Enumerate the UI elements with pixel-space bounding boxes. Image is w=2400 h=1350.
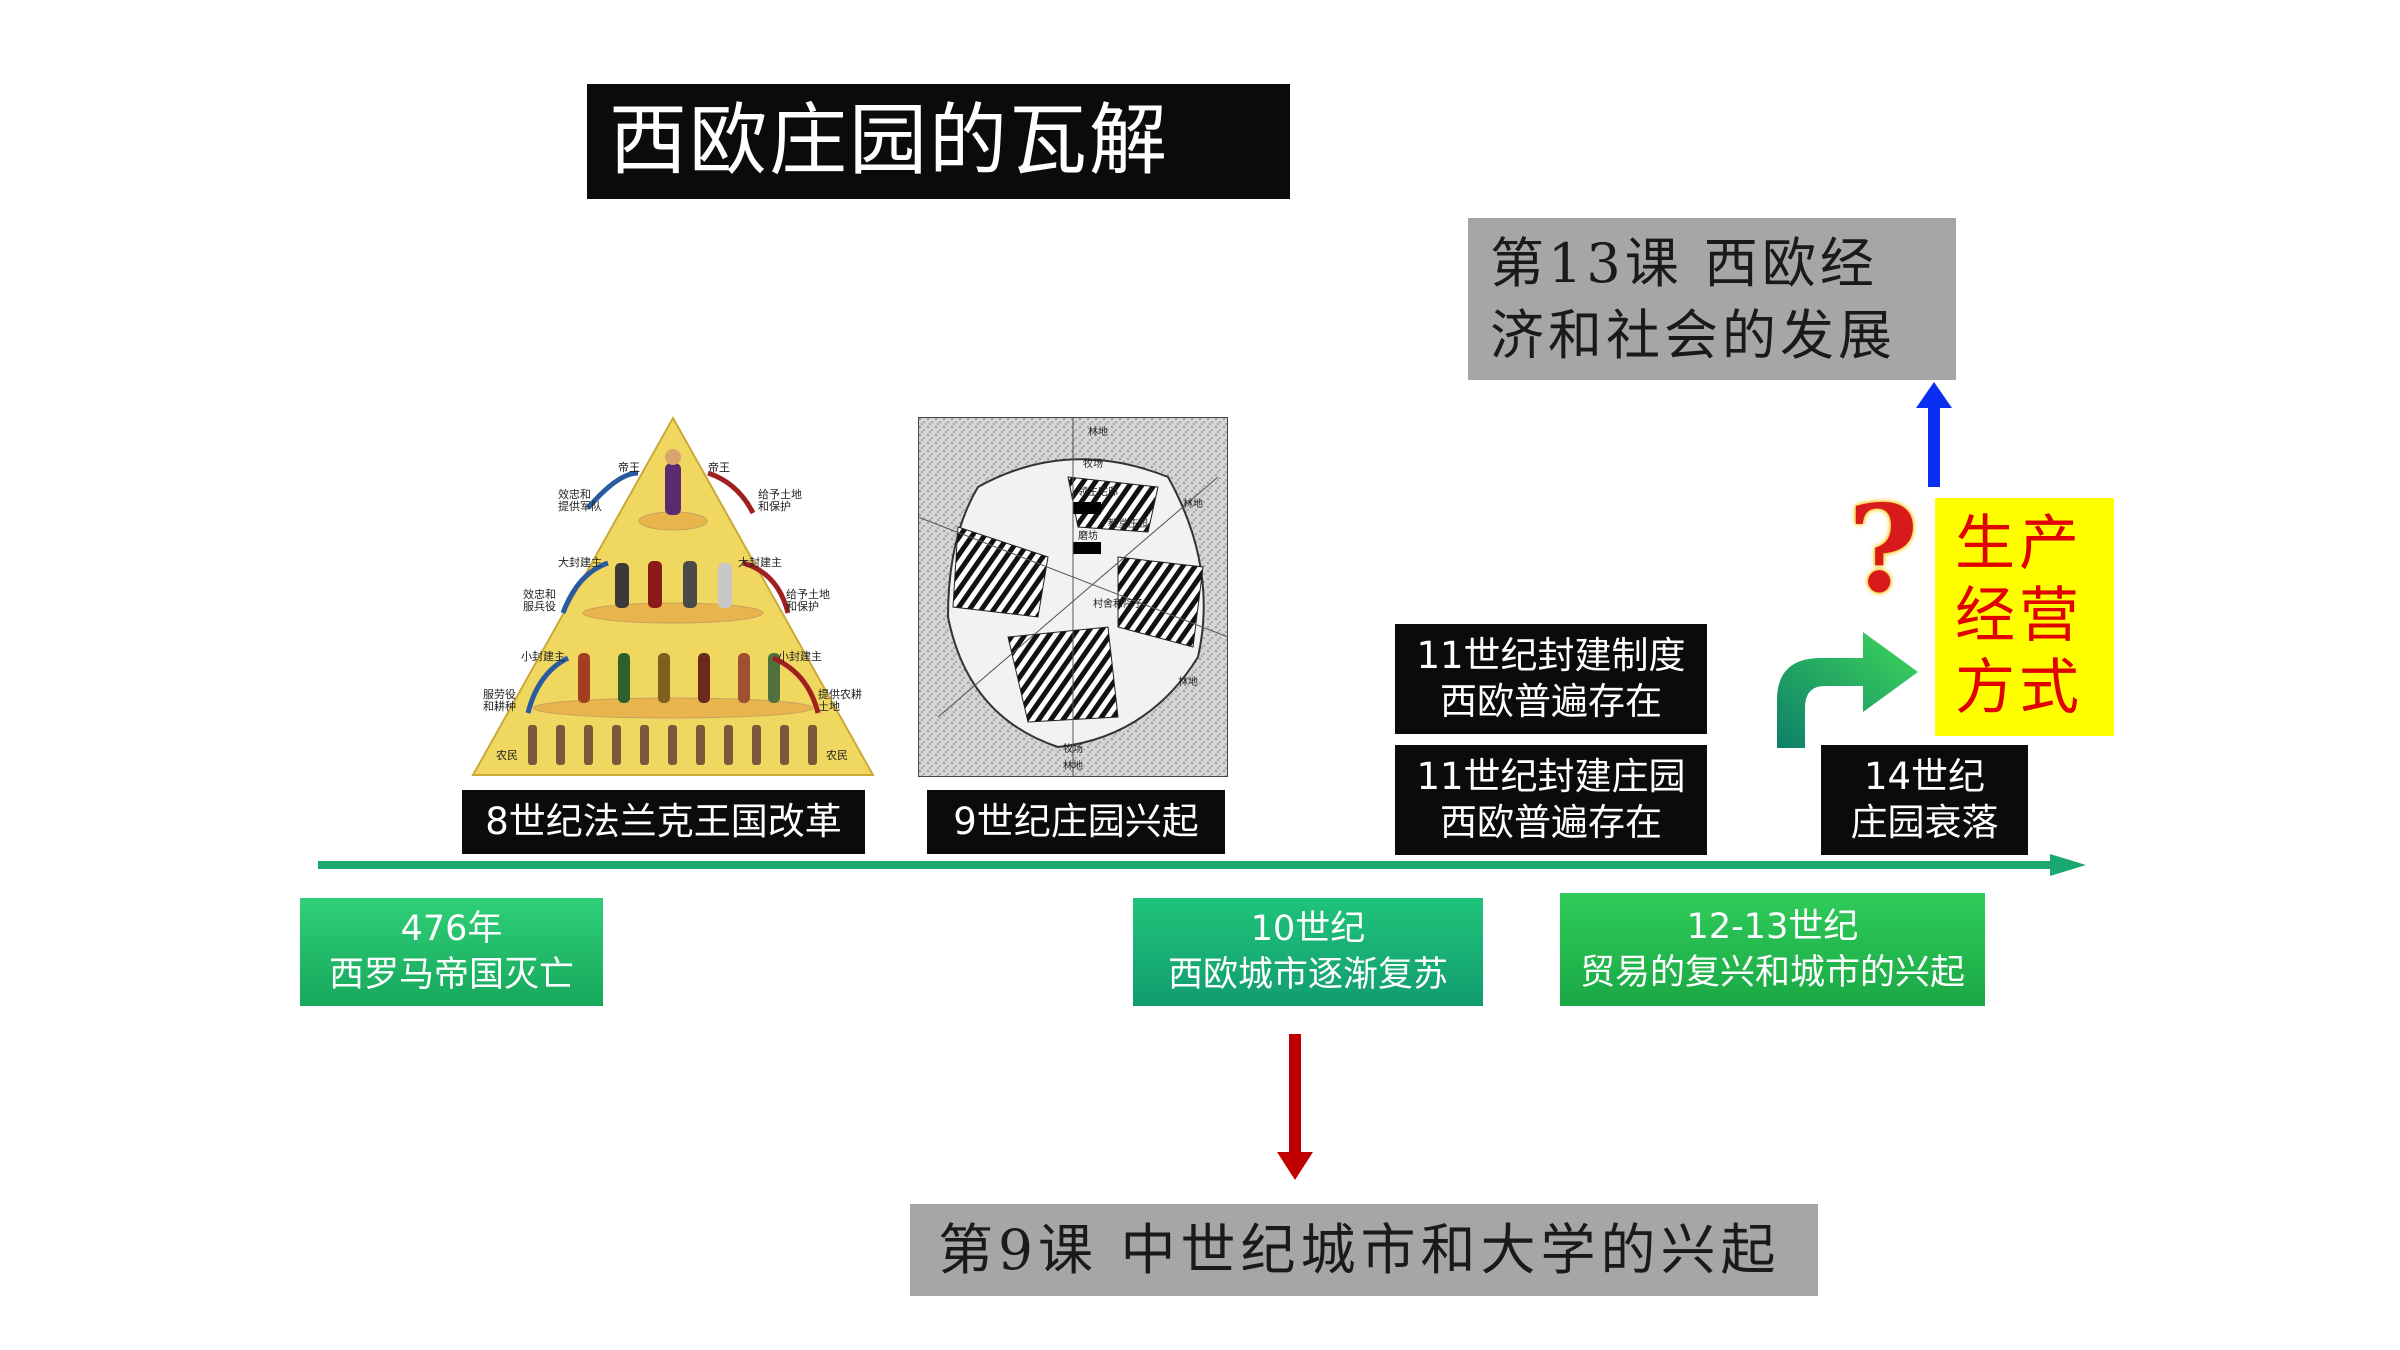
map-label-7: 林地 xyxy=(1183,497,1203,510)
method-line3: 方式 xyxy=(1955,653,2083,723)
curved-arrow-icon xyxy=(1777,632,1918,748)
timeline-arrow xyxy=(318,854,2086,876)
event-trade-revival-line1: 12-13世纪 xyxy=(1686,906,1859,947)
event-western-rome-fall-line2: 西罗马帝国灭亡 xyxy=(328,955,574,995)
event-manor-decline-line1: 14世纪 xyxy=(1863,755,1986,798)
map-label-6: 村舍和院子 xyxy=(1093,597,1143,610)
lesson-13-line2: 济和社会的发展 xyxy=(1490,304,1896,367)
map-label-9: 林地 xyxy=(1063,759,1083,772)
map-label-2: 牧场 xyxy=(1083,457,1103,470)
event-feudal-system-line2: 西欧普遍存在 xyxy=(1440,680,1662,723)
production-method-box: 生产 经营 方式 xyxy=(1935,498,2114,736)
pyramid-right-label-1: 给予土地和保护 xyxy=(758,488,802,513)
lesson-13-box: 第13课 西欧经 济和社会的发展 xyxy=(1468,218,1956,380)
event-feudal-manor-line2: 西欧普遍存在 xyxy=(1440,801,1662,844)
arrow-up-icon xyxy=(1916,382,1952,487)
pyramid-left-label-3: 服劳役和耕种 xyxy=(483,687,516,713)
pyramid-right-label-3: 提供农耕土地 xyxy=(818,687,862,713)
pyramid-tier-left-3: 小封建主 xyxy=(521,649,565,663)
event-manor-rise-line1: 9世纪庄园兴起 xyxy=(953,800,1199,843)
event-feudal-system: 11世纪封建制度 西欧普遍存在 xyxy=(1395,624,1707,734)
lesson-9-box: 第9课 中世纪城市和大学的兴起 xyxy=(910,1204,1818,1296)
event-trade-revival: 12-13世纪 贸易的复兴和城市的兴起 xyxy=(1560,893,1985,1006)
map-label-8: 牧场 xyxy=(1063,742,1083,755)
event-western-rome-fall: 476年 西罗马帝国灭亡 xyxy=(300,898,603,1006)
method-line2: 经营 xyxy=(1955,581,2083,651)
lesson-13-line1: 第13课 西欧经 xyxy=(1490,232,1878,295)
feudal-pyramid-image: 帝王 帝王 大封建主 大封建主 小封建主 小封建主 农民 农民 效忠和提供军队 … xyxy=(471,415,875,776)
event-feudal-manor: 11世纪封建庄园 西欧普遍存在 xyxy=(1395,745,1707,855)
pyramid-tier-right-4: 农民 xyxy=(826,748,848,762)
map-label-10: 林地 xyxy=(1178,675,1198,688)
pyramid-right-label-2: 给予土地和保护 xyxy=(786,588,830,613)
event-trade-revival-line2: 贸易的复兴和城市的兴起 xyxy=(1579,952,1965,993)
pyramid-tier-right-3: 小封建主 xyxy=(778,649,822,663)
pyramid-tier-right-2: 大封建主 xyxy=(738,555,782,569)
method-line1: 生产 xyxy=(1955,509,2083,579)
page-title: 西欧庄园的瓦解 xyxy=(587,84,1290,199)
pyramid-tier-right-1: 帝王 xyxy=(708,460,730,474)
pyramid-tier-left-1: 帝王 xyxy=(618,460,640,474)
event-city-revival-line2: 西欧城市逐渐复苏 xyxy=(1167,955,1448,995)
map-label-5: 磨坊 xyxy=(1078,529,1098,542)
pyramid-left-label-2: 效忠和服兵役 xyxy=(523,587,556,613)
event-western-rome-fall-line1: 476年 xyxy=(400,909,503,949)
event-feudal-manor-line1: 11世纪封建庄园 xyxy=(1416,755,1686,798)
manor-map-image: 林地 牧场 领主宅邸 教堂庄园 磨坊 村舍和院子 林地 牧场 林地 林地 xyxy=(918,417,1228,777)
event-frankish-reform-line1: 8世纪法兰克王国改革 xyxy=(485,800,842,843)
event-manor-decline: 14世纪 庄园衰落 xyxy=(1821,745,2028,855)
event-feudal-system-line1: 11世纪封建制度 xyxy=(1416,634,1686,677)
pyramid-left-label-1: 效忠和提供军队 xyxy=(558,487,602,513)
pyramid-tier-left-2: 大封建主 xyxy=(558,555,602,569)
event-manor-decline-line2: 庄园衰落 xyxy=(1850,801,1999,844)
map-label-1: 林地 xyxy=(1088,425,1108,438)
map-label-3: 领主宅邸 xyxy=(1078,485,1118,498)
question-mark-icon: ? xyxy=(1848,479,1919,620)
pyramid-tier-left-4: 农民 xyxy=(496,748,518,762)
map-label-4: 教堂庄园 xyxy=(1108,517,1148,530)
event-city-revival: 10世纪 西欧城市逐渐复苏 xyxy=(1133,898,1483,1006)
event-frankish-reform: 8世纪法兰克王国改革 xyxy=(462,790,865,854)
event-manor-rise: 9世纪庄园兴起 xyxy=(927,790,1225,854)
event-city-revival-line1: 10世纪 xyxy=(1250,909,1366,949)
arrow-down-icon xyxy=(1277,1034,1313,1180)
